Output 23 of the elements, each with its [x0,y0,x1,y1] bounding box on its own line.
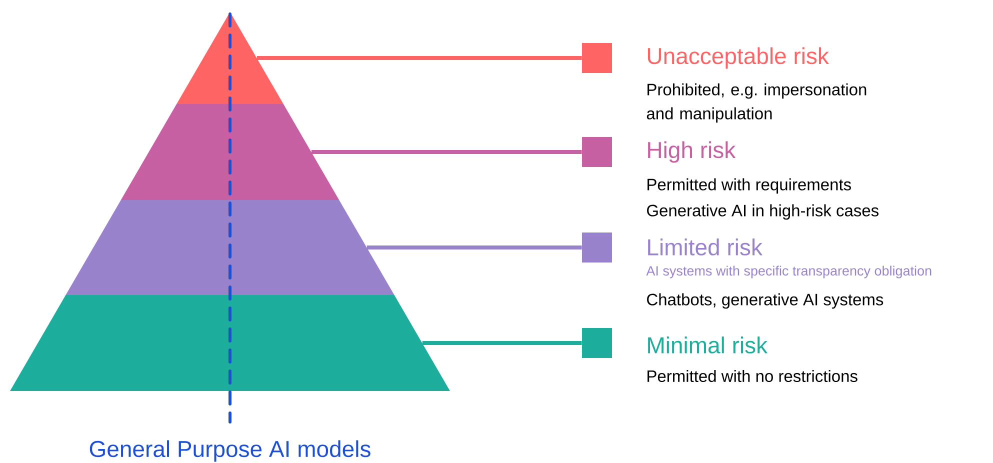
tier-description: Chatbots, generative AI systems [647,293,884,309]
connector-line [422,341,582,345]
tier-heading: Unacceptable risk [648,47,829,69]
connector-line [366,246,582,250]
connector-line [311,150,582,154]
tier-description: Permitted with no restrictions [648,370,858,382]
tier-subtitle: AI systems with specific transparency obligation [646,266,932,278]
caption-text: General Purpose AI models [90,440,370,462]
tier-description: Permitted with requirements [648,178,851,194]
pyramid-tier [120,104,340,200]
connector-line [256,56,582,60]
pyramid-tier [66,200,394,295]
pyramid-tier [176,12,284,104]
square-marker [582,43,612,73]
tier-heading: High risk [648,141,736,163]
tier-heading: Minimal risk [648,336,768,354]
tier-description: Prohibited, e.g. impersonation and manipulation [646,83,866,123]
square-marker [582,137,612,167]
square-marker [582,328,612,358]
square-marker [582,232,612,262]
tier-description: Generative AI in high-risk cases [647,204,878,220]
tier-heading: Limited risk [648,238,762,256]
pyramid-tier [10,295,450,391]
